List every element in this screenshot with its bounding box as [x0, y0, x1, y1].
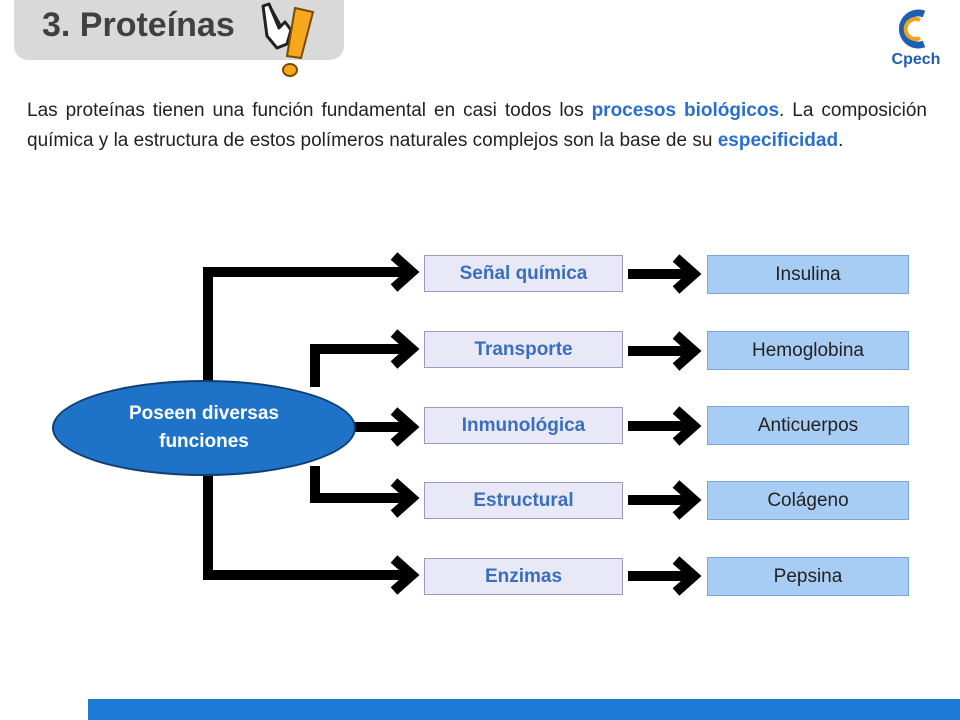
intro-text: . La composición química y la estructura…: [27, 100, 927, 151]
pointing-hand-icon: [261, 2, 315, 77]
function-box-estructural: Estructural: [424, 482, 623, 519]
arrow-head: [390, 478, 420, 518]
arrow-head: [390, 555, 420, 595]
highlighted-term: especificidad: [717, 130, 839, 151]
connector-transporte: [310, 344, 410, 387]
arrow-to-example: [628, 331, 702, 371]
intro-text: Las proteínas tienen una función fundame…: [27, 100, 592, 121]
function-box-inmunologica: Inmunológica: [424, 407, 623, 444]
center-label-line1: Poseen diversas: [129, 403, 279, 424]
function-box-enzimas: Enzimas: [424, 558, 623, 595]
arrow-to-example: [628, 254, 702, 294]
arrow-head: [390, 252, 420, 292]
connector-estructural: [310, 466, 410, 503]
function-box-senal: Señal química: [424, 255, 623, 292]
example-box-hemoglobina: Hemoglobina: [707, 331, 909, 370]
center-label-line2: funciones: [159, 431, 249, 452]
highlighted-term: procesos biológicos: [591, 100, 780, 121]
center-ellipse: Poseen diversas funciones: [52, 380, 356, 476]
page-title: 3. Proteínas: [42, 6, 235, 44]
arrow-head: [390, 329, 420, 369]
arrow-to-example: [628, 406, 702, 446]
arrow-head: [390, 407, 420, 447]
intro-text: .: [838, 130, 844, 151]
example-box-colageno: Colágeno: [707, 481, 909, 520]
function-box-transporte: Transporte: [424, 331, 623, 368]
arrow-to-example: [628, 556, 702, 596]
logo-text: Cpech: [892, 51, 941, 68]
connector-enzimas: [203, 468, 410, 580]
example-box-anticuerpos: Anticuerpos: [707, 406, 909, 445]
arrow-to-example: [628, 480, 702, 520]
intro-paragraph: Las proteínas tienen una función fundame…: [27, 96, 927, 156]
footer-bar: [88, 699, 960, 720]
cpech-logo: Cpech: [892, 9, 941, 68]
example-box-insulina: Insulina: [707, 255, 909, 294]
connector-senal: [203, 267, 410, 395]
example-box-pepsina: Pepsina: [707, 557, 909, 596]
